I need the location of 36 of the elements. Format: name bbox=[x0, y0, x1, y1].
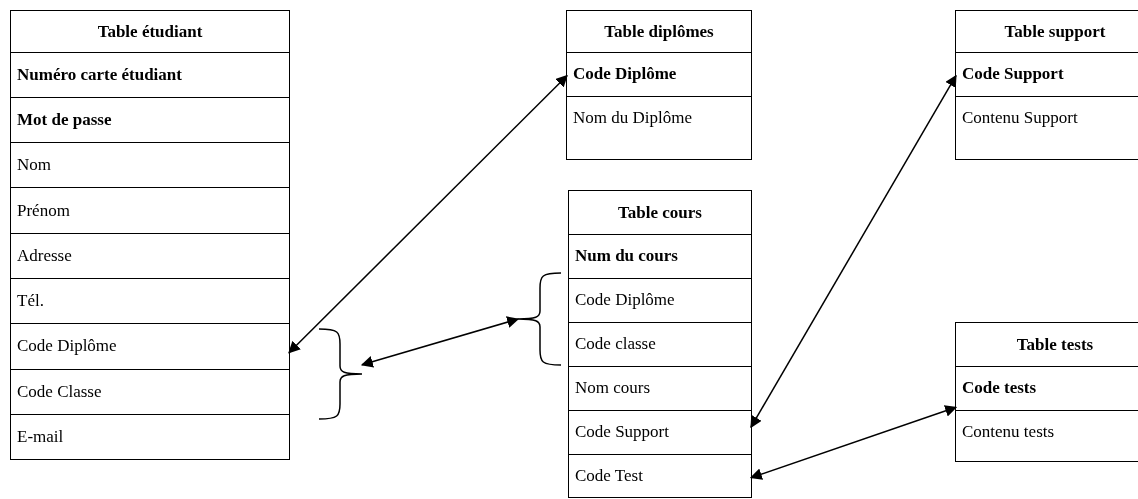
table-field: Tél. bbox=[11, 278, 289, 324]
table-field: Code Support bbox=[569, 409, 751, 454]
table-field: Code Classe bbox=[11, 368, 289, 414]
double-arrow bbox=[360, 316, 520, 368]
table-box bbox=[566, 10, 752, 160]
key-field: Numéro carte étudiant bbox=[11, 51, 289, 97]
table-field: Code Test bbox=[569, 453, 751, 498]
key-field: Mot de passe bbox=[11, 96, 289, 143]
double-arrow bbox=[288, 74, 568, 354]
table-title: Table étudiant bbox=[96, 21, 204, 43]
table-title: Table support bbox=[1003, 21, 1107, 43]
table-field: Code Diplôme bbox=[11, 323, 289, 369]
curly-brace bbox=[318, 328, 362, 420]
table-field: Contenu Support bbox=[956, 95, 1138, 140]
table-field: Prénom bbox=[11, 187, 289, 233]
table-box bbox=[10, 10, 290, 460]
table-field: Nom du Diplôme bbox=[567, 95, 751, 140]
key-field: Num du cours bbox=[569, 233, 751, 278]
key-field: Code Diplôme bbox=[567, 51, 751, 96]
table-field: Contenu tests bbox=[956, 409, 1138, 454]
table-field: Code Diplôme bbox=[569, 277, 751, 322]
table-field: Code classe bbox=[569, 321, 751, 366]
table-field: E-mail bbox=[11, 413, 289, 460]
curly-brace bbox=[518, 272, 562, 366]
key-field: Code Support bbox=[956, 51, 1138, 96]
table-title: Table diplômes bbox=[603, 21, 715, 43]
table-field: Nom bbox=[11, 142, 289, 188]
table-field: Nom cours bbox=[569, 365, 751, 410]
double-arrow bbox=[750, 74, 957, 429]
table-title: Table cours bbox=[617, 202, 703, 224]
table-field: Adresse bbox=[11, 232, 289, 278]
table-title: Table tests bbox=[1015, 334, 1095, 356]
table-box bbox=[955, 10, 1138, 160]
table-box bbox=[568, 190, 752, 498]
key-field: Code tests bbox=[956, 365, 1138, 410]
table-box bbox=[955, 322, 1138, 462]
